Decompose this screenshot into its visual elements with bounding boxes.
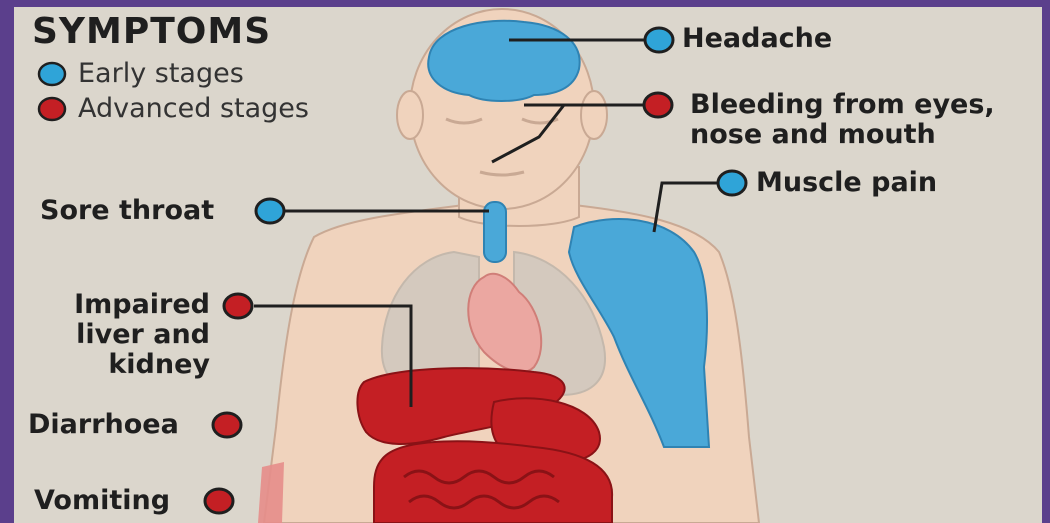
legend-advanced-label: Advanced stages	[78, 94, 309, 123]
muscle-pain-label: Muscle pain	[756, 168, 937, 197]
headache-label: Headache	[682, 24, 832, 53]
legend-early-label: Early stages	[78, 59, 244, 88]
legend-early-marker	[39, 63, 65, 85]
bleeding-label-line1: Bleeding from eyes,	[690, 90, 995, 119]
vomiting-marker	[205, 489, 233, 513]
liver-label-line1: Impaired	[44, 290, 210, 319]
headache-marker	[645, 28, 673, 52]
liver-label-line3: kidney	[44, 350, 210, 379]
diagram-title: SYMPTOMS	[32, 13, 271, 52]
sore-throat-label: Sore throat	[40, 196, 214, 225]
bleeding-marker	[644, 93, 672, 117]
bleeding-label-line2: nose and mouth	[690, 120, 936, 149]
diarrhoea-label: Diarrhoea	[28, 410, 179, 439]
liver-marker	[224, 294, 252, 318]
diarrhoea-marker	[213, 413, 241, 437]
left-ear	[397, 91, 423, 139]
vomiting-label: Vomiting	[34, 486, 170, 515]
muscle-pain-marker	[718, 171, 746, 195]
legend-advanced-marker	[39, 98, 65, 120]
diagram-frame: SYMPTOMS Early stages Advanced stages He…	[14, 7, 1042, 523]
right-ear	[581, 91, 607, 139]
forearm-rash	[258, 462, 284, 523]
sore-throat-marker	[256, 199, 284, 223]
liver-label-line2: liver and	[44, 320, 210, 349]
brain	[428, 21, 579, 101]
